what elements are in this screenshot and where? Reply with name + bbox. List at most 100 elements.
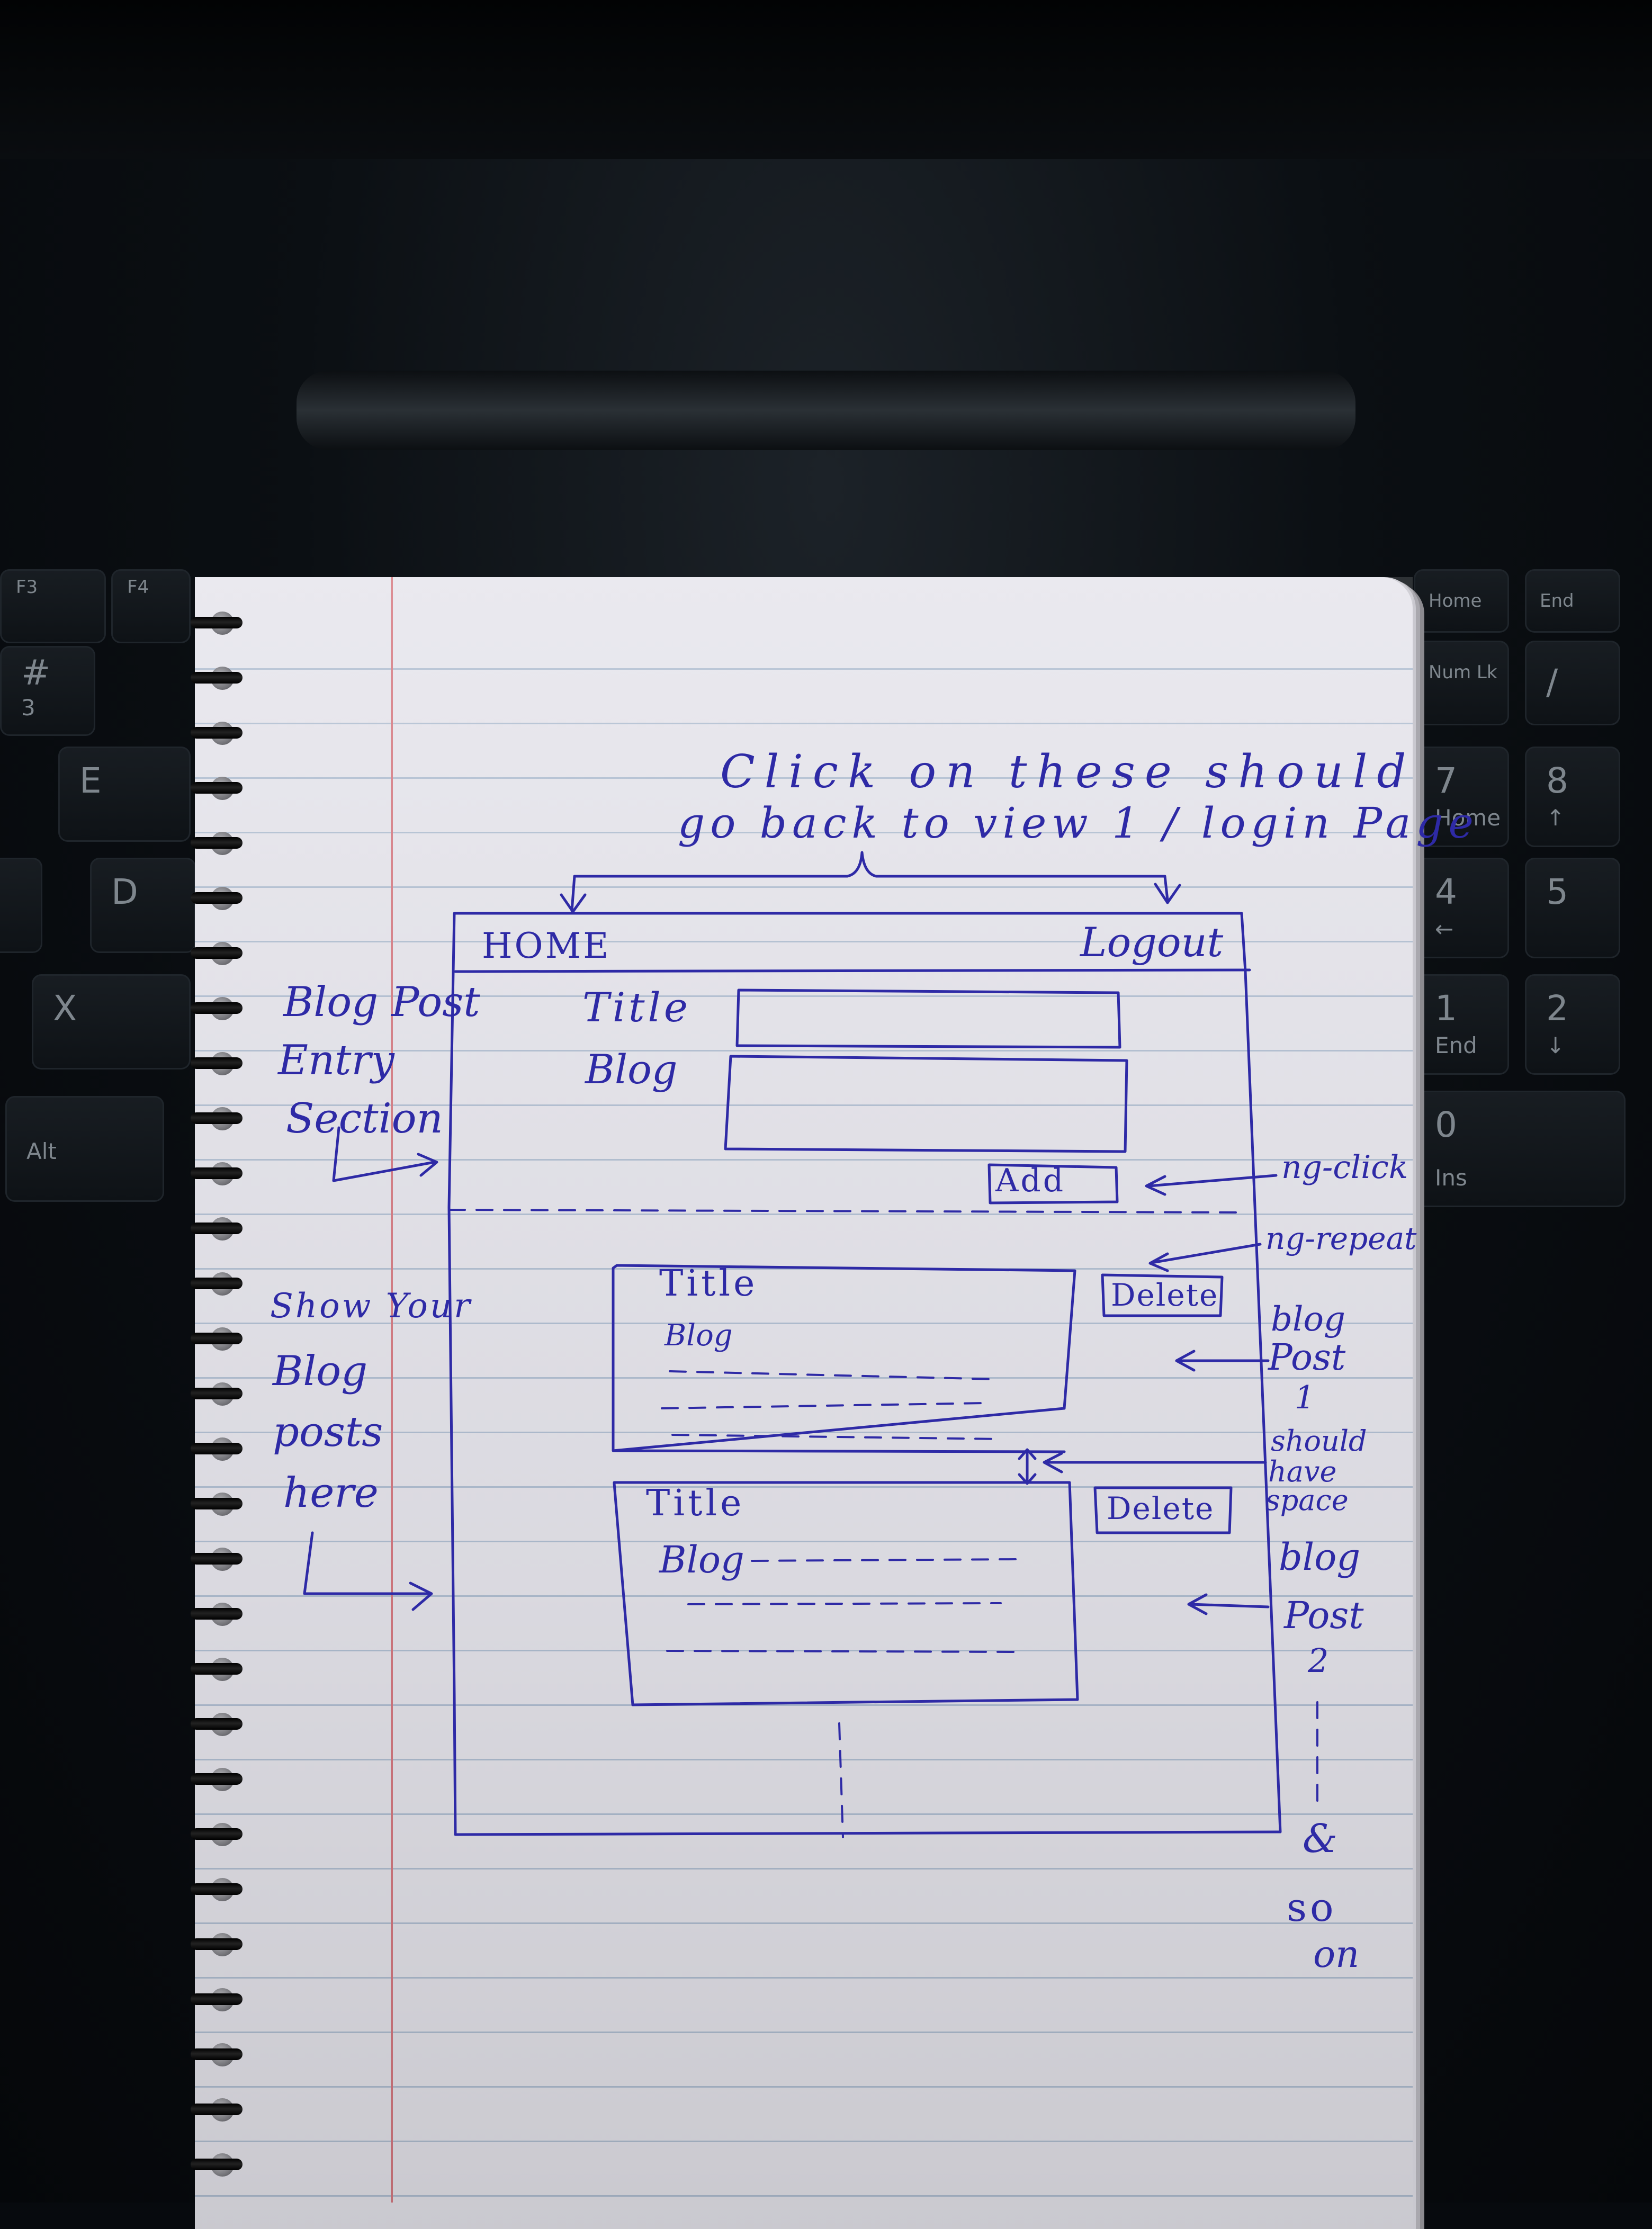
ng-repeat-arrow: [1148, 1243, 1262, 1272]
key-label: 4: [1435, 871, 1457, 912]
ruled-line: [195, 941, 1413, 942]
post-2-note: Post: [1284, 1594, 1364, 1637]
ruled-line: [195, 1214, 1413, 1215]
keyboard-key: X: [32, 974, 191, 1069]
post-1-note: blog: [1271, 1300, 1345, 1339]
key-label: S: [0, 871, 1, 912]
ng-click-arrow: [1145, 1174, 1278, 1196]
spiral-ring: [191, 1167, 243, 1179]
annotation-top-line-1: Click on these should: [720, 745, 1416, 798]
ruled-line: [195, 1922, 1413, 1924]
add-button-box: [987, 1163, 1119, 1205]
post-1-blog: Blog: [665, 1318, 733, 1353]
keyboard-key: D: [90, 858, 196, 953]
post-2-text-line: [666, 1650, 1018, 1653]
key-label: X: [53, 988, 77, 1029]
title-input-box: [735, 988, 1121, 1049]
ruled-line: [195, 1377, 1413, 1379]
keyboard-key: /: [1525, 641, 1620, 725]
keyboard-key: Num Lk: [1414, 641, 1509, 725]
spiral-ring: [191, 672, 243, 684]
navbar-divider: [454, 968, 1251, 973]
spiral-ring: [191, 1388, 243, 1399]
keyboard-key: End: [1525, 569, 1620, 633]
delete-button-2[interactable]: Delete: [1107, 1490, 1215, 1526]
arrow-head: [560, 893, 587, 913]
laptop-bezel: [0, 0, 1652, 159]
delete-button-1-box: [1101, 1273, 1224, 1317]
key-label: E: [79, 760, 102, 801]
spacing-note: have: [1268, 1455, 1337, 1488]
post-2-note: blog: [1279, 1535, 1361, 1579]
ruled-line: [195, 668, 1413, 670]
blog-textarea-box: [724, 1055, 1128, 1153]
key-label: 2: [1546, 988, 1568, 1029]
key-label: 5: [1546, 871, 1568, 912]
spiral-ring: [191, 1223, 243, 1234]
post-1-note: 1: [1295, 1379, 1315, 1416]
ruled-line: [195, 1704, 1413, 1706]
key-label: F3: [16, 577, 38, 598]
post-1-card: [613, 1449, 1066, 1453]
key-label: 7: [1435, 760, 1457, 801]
ng-repeat-note: ng-repeat: [1265, 1220, 1417, 1256]
spiral-ring: [191, 947, 243, 959]
delete-button-1[interactable]: Delete: [1111, 1277, 1219, 1313]
entry-section-arrow: [332, 1126, 438, 1182]
spiral-ring: [191, 1443, 243, 1454]
key-sublabel: Ins: [1435, 1165, 1467, 1191]
ruled-line: [195, 1104, 1413, 1106]
ruled-line: [195, 832, 1413, 833]
key-label: 8: [1546, 760, 1568, 801]
ruled-line: [195, 1323, 1413, 1324]
ruled-line: [195, 2195, 1413, 2197]
spiral-ring: [191, 1112, 243, 1124]
ruled-line: [195, 995, 1413, 997]
spiral-ring: [191, 782, 243, 794]
ruled-line: [195, 1650, 1413, 1651]
posts-section-label: Show Your: [270, 1287, 472, 1326]
spiral-ring: [191, 1553, 243, 1565]
key-label: #: [21, 652, 51, 693]
spiral-ring: [191, 1608, 243, 1620]
post-1-text-line: [671, 1434, 1002, 1440]
key-label: End: [1540, 590, 1574, 612]
key-sublabel: 3: [21, 695, 35, 721]
keyboard-key: F3: [0, 569, 106, 643]
title-field-label: Title: [582, 984, 691, 1031]
annotation-top-line-2: go back to view 1 / login Page: [678, 798, 1479, 848]
and-so-on-note: on: [1313, 1933, 1360, 1976]
posts-section-label: posts: [273, 1408, 383, 1456]
and-so-on-note: so: [1287, 1885, 1337, 1930]
ruled-line: [195, 1868, 1413, 1870]
spiral-ring: [191, 1663, 243, 1675]
add-button[interactable]: Add: [995, 1162, 1066, 1199]
nav-home-link[interactable]: HOME: [482, 925, 611, 966]
key-label: 0: [1435, 1104, 1457, 1145]
delete-button-2-box: [1093, 1486, 1233, 1534]
key-label: Home: [1429, 590, 1482, 612]
keyboard-key: 2↓: [1525, 974, 1620, 1075]
spiral-ring: [191, 1333, 243, 1344]
nav-logout-link[interactable]: Logout: [1080, 919, 1224, 966]
spiral-ring: [191, 1278, 243, 1289]
ruled-line: [195, 886, 1413, 888]
post-2-card: [613, 1481, 1079, 1706]
spiral-ring: [191, 1993, 243, 2005]
margin-line: [391, 577, 393, 2203]
ruled-line: [195, 1486, 1413, 1488]
spiral-ring: [191, 892, 243, 904]
ruled-line: [195, 1759, 1413, 1760]
keyboard-key: Home: [1414, 569, 1509, 633]
laptop-hinge: [297, 371, 1355, 450]
entry-section-label: Blog Post: [283, 978, 480, 1026]
entry-section-label: Section: [286, 1095, 443, 1143]
key-sublabel: Home: [1435, 805, 1501, 831]
spiral-ring: [191, 1498, 243, 1509]
post-1-note: Post: [1268, 1337, 1346, 1379]
blog-field-label: Blog: [585, 1046, 678, 1093]
entry-section-label: Entry: [278, 1037, 394, 1084]
keyboard-key: F4: [111, 569, 191, 643]
